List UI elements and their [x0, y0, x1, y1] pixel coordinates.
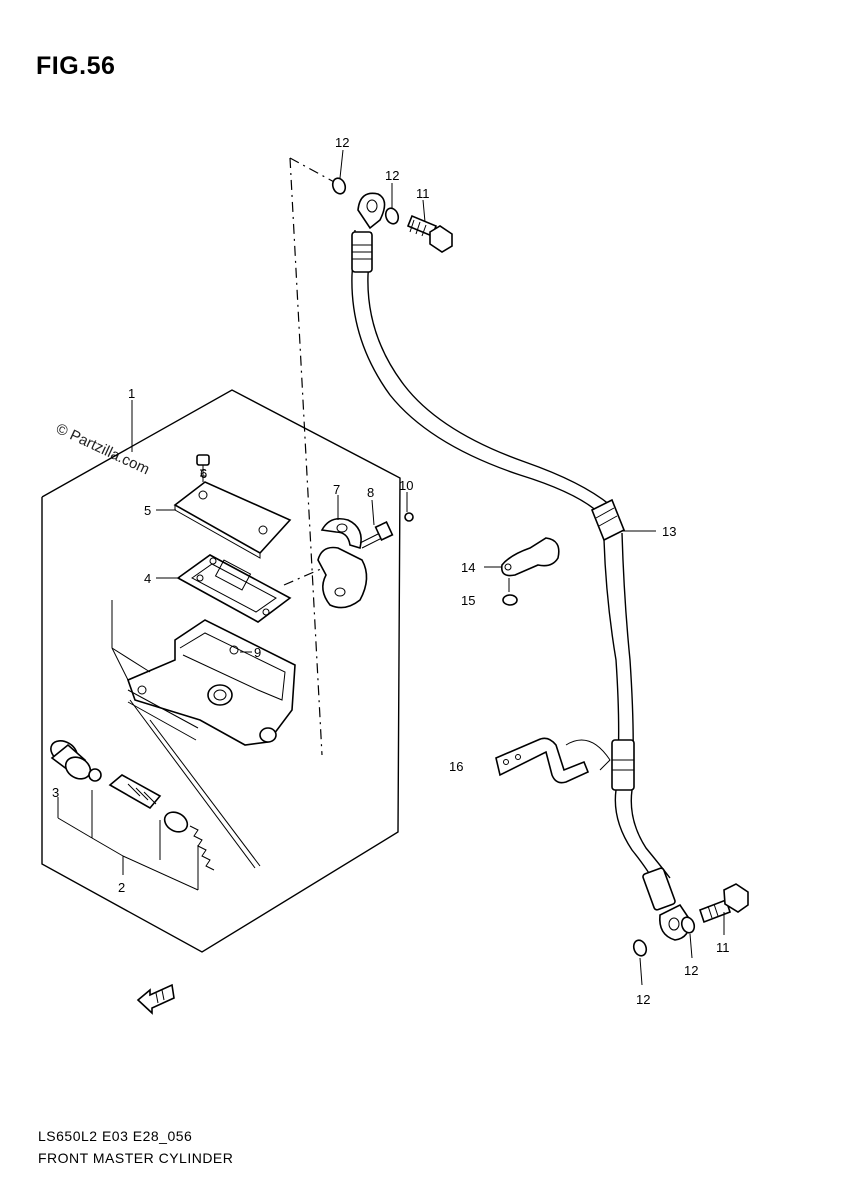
clamp-bolt [359, 521, 394, 549]
callout-1: 1 [128, 386, 135, 401]
callout-5: 5 [144, 503, 151, 518]
callout-3: 3 [52, 785, 59, 800]
hose-clamp [500, 537, 560, 577]
callout-6: 6 [200, 466, 207, 481]
callout-2: 2 [118, 880, 125, 895]
callout-11-upper: 11 [416, 186, 430, 201]
lower-banjo-fittings [632, 883, 749, 957]
callout-7: 7 [333, 482, 340, 497]
callout-12-lower-left: 12 [636, 992, 650, 1007]
callout-16: 16 [449, 759, 463, 774]
upper-banjo-fittings [331, 177, 453, 253]
hose-bracket [495, 737, 611, 784]
callout-12-upper-left: 12 [335, 135, 349, 150]
callout-12-lower-right: 12 [684, 963, 698, 978]
callout-13: 13 [662, 524, 676, 539]
assembly-outline [41, 389, 401, 953]
diagram-name: FRONT MASTER CYLINDER [38, 1150, 234, 1166]
callout-4: 4 [144, 571, 151, 586]
figure-title: FIG.56 [36, 52, 116, 80]
clamp-nut [404, 512, 414, 522]
direction-arrow [136, 983, 175, 1015]
alignment-lines [283, 157, 337, 756]
callout-labels: 1 2 3 4 5 6 7 8 9 10 11 11 12 12 12 12 1… [52, 135, 730, 1007]
callout-15: 15 [461, 593, 475, 608]
diagram-code: LS650L2 E03 E28_056 [38, 1128, 193, 1144]
master-cylinder-body [111, 619, 296, 746]
kit-bracket-lines [57, 600, 199, 891]
callout-10: 10 [399, 478, 413, 493]
brake-hose [351, 229, 691, 941]
piston-kit [50, 740, 215, 871]
callout-11-lower: 11 [716, 940, 730, 955]
callout-12-upper-right: 12 [385, 168, 399, 183]
clamp-bolt-15 [502, 578, 518, 606]
diaphragm-gasket [176, 554, 292, 623]
callout-leaders [131, 149, 725, 986]
callout-9: 9 [254, 645, 261, 660]
cap-screw [196, 454, 210, 482]
handlebar-clamp [317, 517, 368, 609]
callout-14: 14 [461, 560, 475, 575]
reservoir-cap [173, 481, 292, 559]
watermark: © Partzilla.com [53, 420, 152, 478]
assembly-guides [129, 699, 261, 869]
callout-8: 8 [367, 485, 374, 500]
